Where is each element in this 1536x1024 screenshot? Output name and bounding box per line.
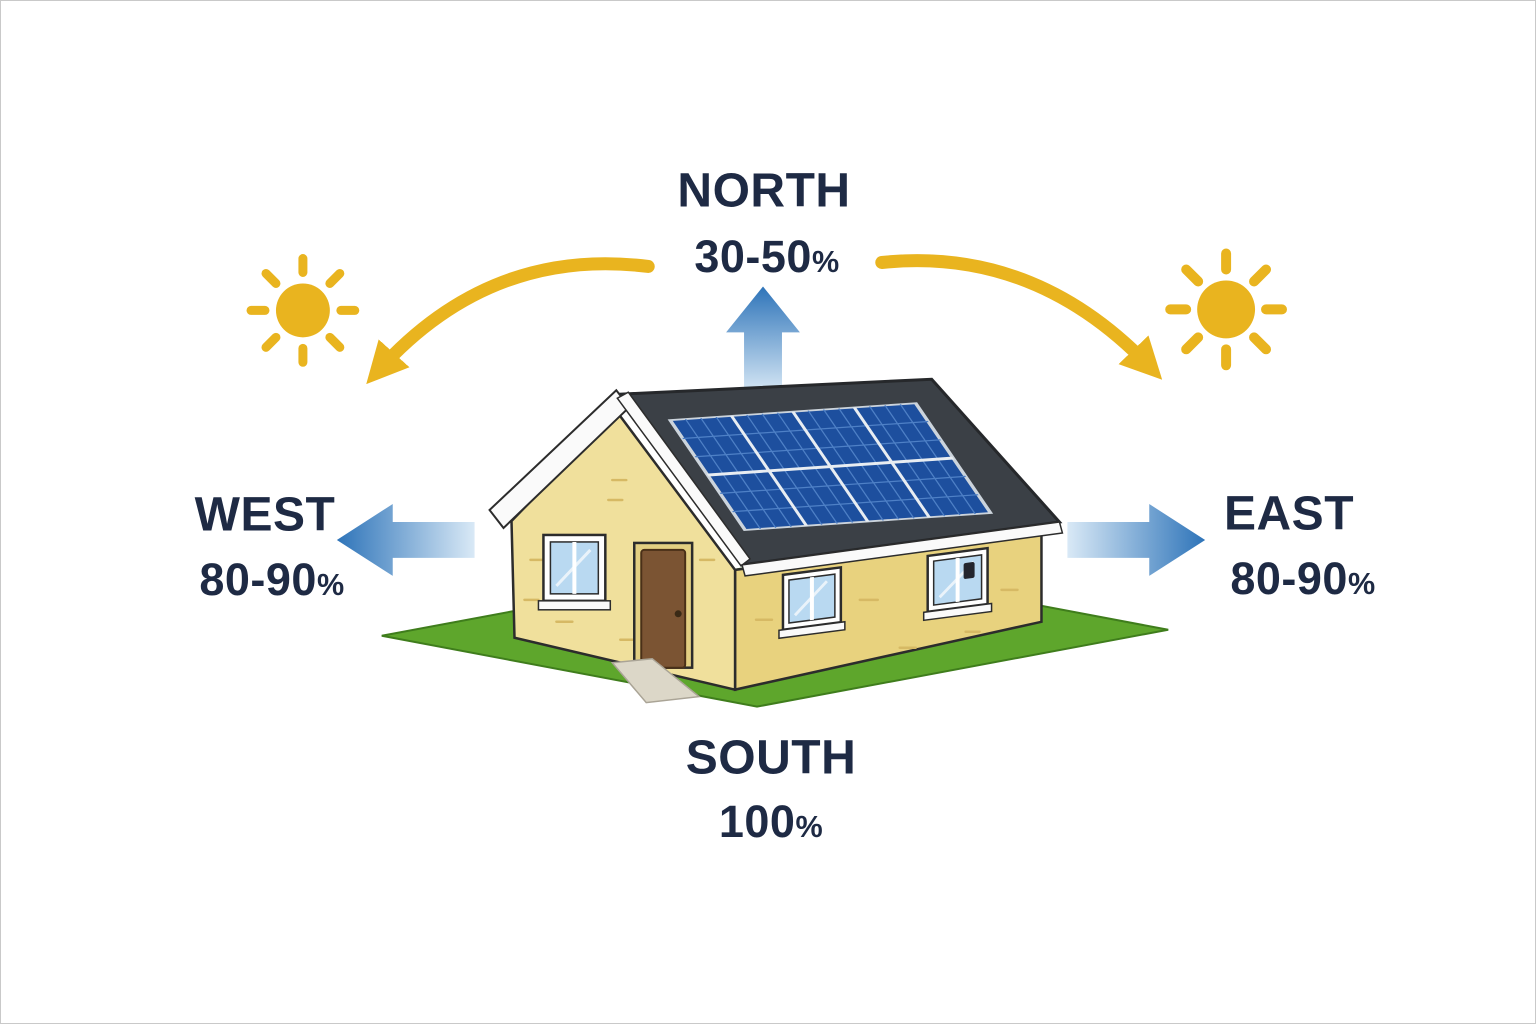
sun-rays <box>1165 248 1287 371</box>
window-decal <box>963 562 975 579</box>
north-value: 30-50% <box>694 231 839 283</box>
north-label: NORTH <box>677 164 851 218</box>
sun-path-arc-right <box>875 254 1163 380</box>
sun-icon-right <box>1165 248 1287 371</box>
west-value: 80-90% <box>199 554 344 606</box>
window-sill <box>922 602 993 622</box>
west-label: WEST <box>194 488 336 542</box>
house-illustration <box>381 377 1169 708</box>
south-value-unit: % <box>795 810 824 844</box>
door-panel <box>640 548 687 669</box>
window-sill <box>778 620 846 640</box>
sun-icon-left <box>246 254 360 367</box>
roof-trim-front-edge <box>616 391 752 567</box>
south-label: SOUTH <box>685 731 857 785</box>
brick-texture <box>523 478 1019 649</box>
roof-eave-trim <box>741 521 1064 577</box>
front-window-right <box>922 546 993 622</box>
west-value-unit: % <box>316 568 345 602</box>
sun-rays <box>246 254 360 367</box>
west-arrow <box>336 504 475 576</box>
sun-path-arc-left <box>366 257 655 385</box>
solar-panel-separators <box>706 407 955 526</box>
north-arrow <box>726 286 800 395</box>
east-value: 80-90% <box>1230 553 1375 605</box>
front-window-left <box>778 565 846 640</box>
west-value-number: 80-90 <box>199 554 317 605</box>
door-knob <box>674 610 682 618</box>
north-value-unit: % <box>811 245 840 279</box>
walkway-path <box>610 657 701 704</box>
east-arrow <box>1067 504 1206 576</box>
south-value: 100% <box>719 796 823 848</box>
east-value-unit: % <box>1347 567 1376 601</box>
window-sill <box>537 600 612 611</box>
sun-disc <box>275 283 330 338</box>
front-door <box>633 541 694 669</box>
gable-window <box>537 533 612 611</box>
east-label: EAST <box>1223 487 1355 541</box>
sun-disc <box>1197 280 1256 339</box>
south-value-number: 100 <box>718 796 796 847</box>
east-value-number: 80-90 <box>1230 553 1348 604</box>
solar-panel-array <box>667 402 994 531</box>
north-value-number: 30-50 <box>694 231 812 282</box>
